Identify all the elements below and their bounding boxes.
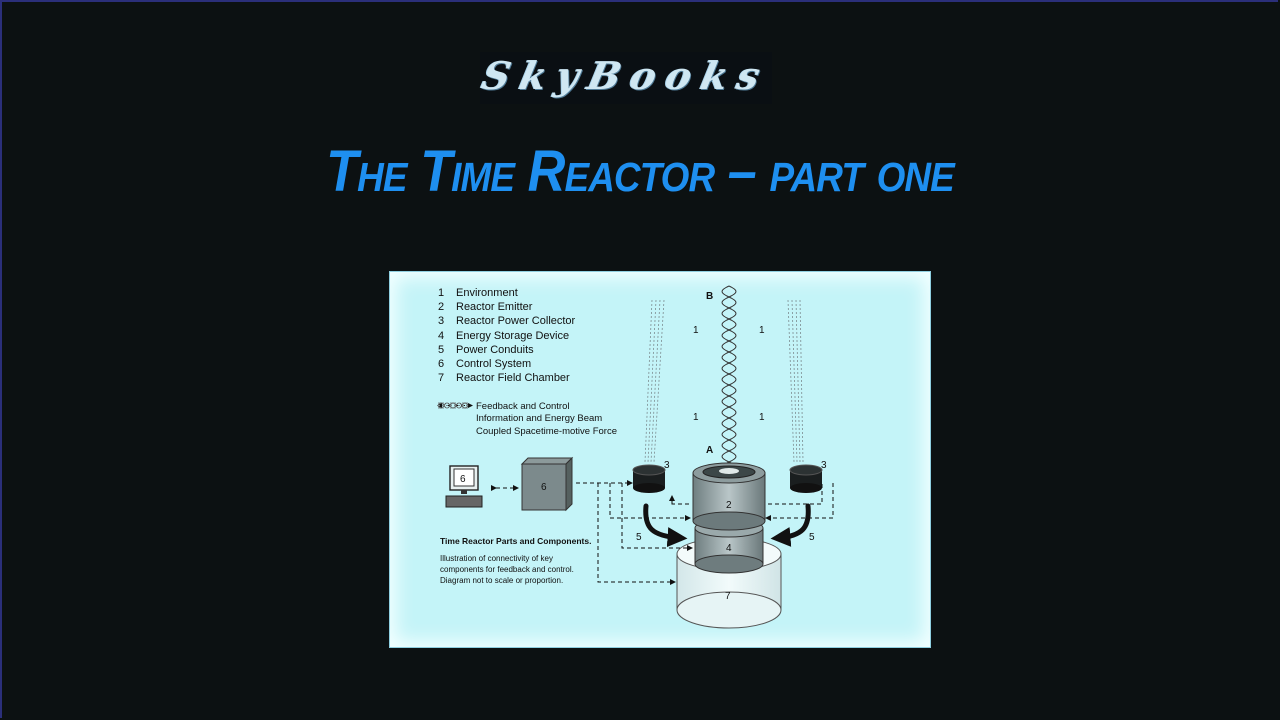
storage-label: 4 — [726, 543, 732, 554]
legend-number: 5 — [438, 343, 445, 356]
control-system-box: 6 — [520, 456, 574, 512]
emitter-label: 2 — [726, 500, 732, 511]
energy-beam-helix — [721, 285, 737, 468]
legend-label: Reactor Emitter — [456, 301, 533, 314]
collector-right-label: 3 — [821, 460, 827, 471]
key-item: Information and Energy Beam — [437, 402, 617, 425]
diagram-caption: Time Reactor Parts and Components. Illus… — [440, 536, 591, 586]
legend-number: 6 — [438, 357, 445, 370]
caption-heading: Time Reactor Parts and Components. — [440, 536, 592, 546]
legend-number: 1 — [438, 287, 445, 299]
key-label: Information and Energy Beam — [476, 413, 603, 425]
component-legend: 1 Environment 2 Reactor Emitter 3 Reactor Pow… — [438, 287, 575, 386]
helix-icon — [437, 402, 475, 423]
legend-item: 7 Reactor Field Chamber — [438, 372, 575, 386]
legend-item: 3 Reactor Power Collector — [438, 315, 575, 329]
skybooks-logo: SkyBooks — [478, 52, 774, 104]
key-label: Coupled Spacetime-motive Force — [476, 425, 617, 437]
legend-label: Reactor Power Collector — [456, 315, 576, 328]
force-lines-left — [644, 299, 665, 463]
collector-left-label: 3 — [664, 460, 670, 471]
diagram-canvas: 1 1 1 1 B A 7 4 2 — [445, 285, 834, 629]
label-a: A — [706, 445, 713, 456]
legend-item: 1 Environment — [438, 287, 575, 301]
env-label-1: 1 — [693, 325, 699, 336]
legend-number: 2 — [438, 301, 445, 314]
power-collector-left: 3 — [632, 460, 670, 493]
legend-label: Control System — [456, 357, 532, 370]
feedback-lines — [491, 480, 834, 585]
page-title: The Time Reactor – part one — [326, 139, 955, 204]
key-item: Coupled Spacetime-motive Force — [437, 402, 617, 438]
wavy-lines-icon — [437, 402, 475, 436]
label-b: B — [706, 291, 713, 302]
computer-terminal: 6 — [445, 465, 483, 508]
env-label-3: 1 — [693, 412, 699, 423]
env-label-4: 1 — [759, 412, 765, 423]
power-collector-right: 3 — [789, 460, 827, 493]
key-label: Feedback and Control — [476, 401, 570, 412]
legend-item: 5 Power Conduits — [438, 344, 575, 358]
control-box-label: 6 — [541, 482, 547, 493]
caption-body: Illustration of connectivity of key comp… — [440, 554, 574, 585]
legend-number: 4 — [438, 329, 445, 342]
legend-number: 7 — [438, 372, 445, 385]
computer-label: 6 — [460, 474, 466, 485]
reactor-emitter: 2 — [692, 462, 766, 531]
env-label-2: 1 — [759, 325, 765, 336]
logo-text: SkyBooks — [478, 53, 775, 98]
legend-item: 4 Energy Storage Device — [438, 330, 575, 344]
force-lines-right — [787, 299, 804, 463]
time-reactor-diagram: 1 1 1 1 B A 7 4 2 — [390, 272, 930, 647]
power-conduits — [643, 503, 811, 548]
conduit-right-label: 5 — [809, 532, 815, 543]
legend-label: Power Conduits — [456, 343, 534, 356]
legend-label: Energy Storage Device — [456, 329, 570, 342]
legend-label: Environment — [456, 287, 518, 299]
chamber-label: 7 — [725, 591, 731, 602]
legend-item: 6 Control System — [438, 358, 575, 372]
conduit-left-label: 5 — [636, 532, 642, 543]
legend-label: Reactor Field Chamber — [456, 372, 570, 385]
legend-number: 3 — [438, 315, 445, 328]
legend-item: 2 Reactor Emitter — [438, 301, 575, 315]
